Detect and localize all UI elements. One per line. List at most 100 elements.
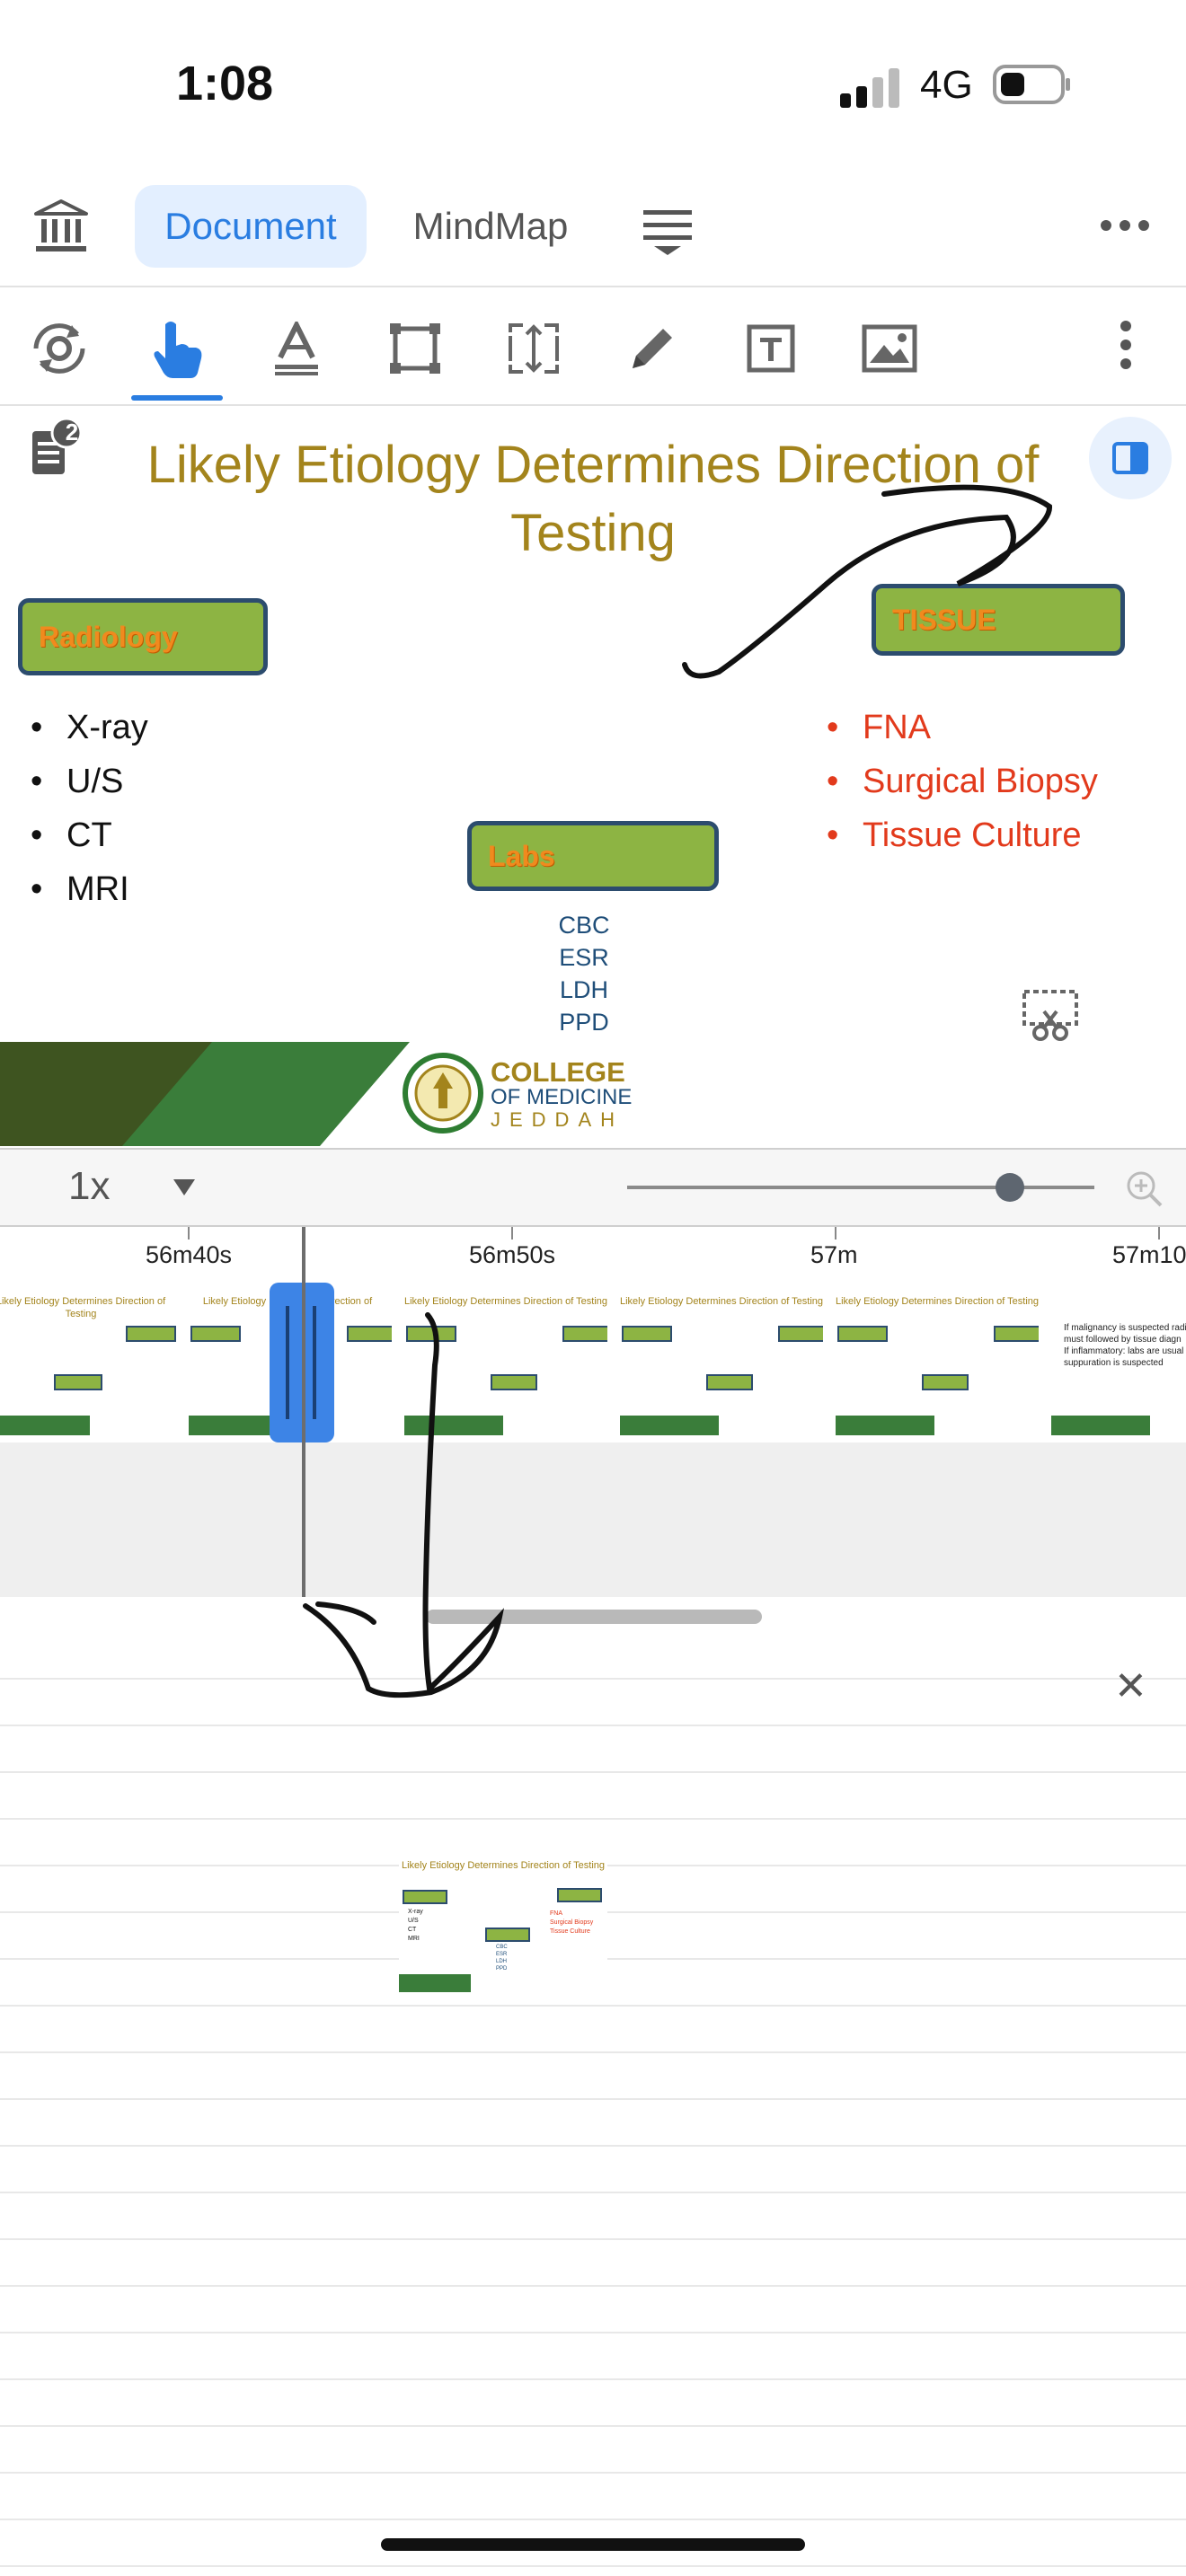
radiology-box: Radiology [18, 598, 268, 675]
text-highlight-tool-button[interactable] [261, 313, 332, 384]
labs-list: CBC ESR LDH PPD [539, 909, 629, 1038]
college-name-line2: OF MEDICINE [491, 1085, 633, 1109]
outline-menu-icon[interactable] [642, 205, 694, 255]
speed-dropdown-icon[interactable] [173, 1178, 196, 1196]
image-icon [862, 324, 917, 373]
ruled-notes-area[interactable] [0, 1633, 1186, 2576]
pencil-icon [633, 329, 672, 368]
close-icon[interactable]: ✕ [1114, 1664, 1147, 1708]
list-item: U/S [408, 1918, 419, 1924]
thumb-footer [0, 1416, 90, 1435]
thumb-text-line: must followed by tissue diagn [1064, 1335, 1182, 1345]
list-item: CT [408, 1927, 417, 1933]
zoom-in-icon[interactable] [1125, 1169, 1163, 1207]
toolbar-divider [0, 404, 1186, 406]
library-icon[interactable] [32, 198, 90, 255]
list-item: X-ray [23, 701, 293, 754]
battery-icon [993, 65, 1070, 104]
list-item: PPD [496, 1966, 508, 1972]
list-item: Surgical Biopsy [550, 1919, 594, 1926]
list-item: LDH [559, 976, 608, 1003]
thumb-text-line: If malignancy is suspected radi [1064, 1323, 1186, 1333]
preview-footer [399, 1974, 471, 1992]
thumb-box [562, 1326, 607, 1342]
playback-speed[interactable]: 1x [68, 1164, 111, 1208]
thumb-title: Likely Etiology Determines Direction of … [620, 1296, 823, 1307]
time-ruler-ticks [188, 1227, 1160, 1239]
tissue-box: TISSUE [872, 584, 1125, 656]
thumb-box [706, 1374, 753, 1390]
timeline-thumbnail[interactable]: Likely Etiology Determines Direction of … [0, 1290, 194, 1435]
sync-gear-icon [33, 323, 85, 374]
slide-footer-banner [0, 1042, 410, 1146]
horizontal-scrollbar[interactable] [426, 1610, 762, 1624]
textbox-icon [747, 324, 795, 373]
thumb-text-line: If inflammatory: labs are usual [1064, 1346, 1184, 1356]
thumb-box [778, 1326, 823, 1342]
playhead[interactable] [302, 1227, 305, 1597]
preview-labs-list: CBC ESR LDH PPD [496, 1944, 508, 1972]
player-divider [0, 1148, 1186, 1150]
thumb-box [491, 1374, 537, 1390]
resize-tool-button[interactable] [498, 313, 570, 384]
rectangle-tool-button[interactable] [379, 313, 451, 384]
list-item: Surgical Biopsy [819, 754, 1179, 808]
list-item: CBC [496, 1945, 508, 1950]
tab-mindmap[interactable]: MindMap [412, 205, 569, 247]
timeline-thumbnail[interactable]: If malignancy is suspected radi must fol… [1051, 1290, 1186, 1435]
tissue-list: FNA Surgical Biopsy Tissue Culture [819, 701, 1179, 862]
hand-tool-button[interactable] [142, 313, 214, 384]
thumb-box [54, 1374, 102, 1390]
hand-pointer-icon [154, 322, 202, 378]
thumb-footer [836, 1416, 934, 1435]
list-item: CT [23, 808, 293, 862]
tabbar-divider [0, 286, 1186, 287]
thumb-box [347, 1326, 392, 1342]
more-horizontal-icon[interactable] [1100, 219, 1150, 232]
list-item: U/S [23, 754, 293, 808]
list-item: Tissue Culture [819, 808, 1179, 862]
clip-cut-icon[interactable] [1021, 988, 1080, 1042]
expand-arrows-icon [509, 323, 559, 374]
thumb-footer [620, 1416, 719, 1435]
tick-label: 57m [810, 1241, 858, 1268]
timeline-empty-area[interactable] [0, 1442, 1186, 1597]
list-item: LDH [496, 1959, 508, 1964]
pen-tool-button[interactable] [616, 313, 688, 384]
active-tool-indicator [131, 395, 223, 401]
radiology-list: X-ray U/S CT MRI [23, 701, 293, 916]
slide-title: Likely Etiology Determines Direction of … [135, 431, 1051, 568]
college-name-line3: JEDDAH [491, 1108, 624, 1131]
image-tool-button[interactable] [854, 313, 925, 384]
timeline-thumbnail[interactable]: Likely Etiology Determines Direction of … [836, 1290, 1039, 1435]
notes-icon[interactable] [27, 415, 81, 480]
clip-grip-line [313, 1306, 316, 1419]
thumb-text: If malignancy is suspected radi must fol… [1064, 1322, 1186, 1369]
preview-title: Likely Etiology Determines Direction of … [401, 1860, 605, 1871]
zoom-slider-knob[interactable] [996, 1173, 1024, 1202]
tick-label: 57m10 [1112, 1241, 1186, 1268]
side-panel-button[interactable] [1089, 417, 1172, 499]
more-vertical-icon[interactable] [1120, 320, 1132, 370]
tab-document[interactable]: Document [135, 185, 367, 268]
preview-slide[interactable]: Likely Etiology Determines Direction of … [399, 1857, 607, 1992]
zoom-slider-track[interactable] [627, 1186, 1094, 1189]
slide-title-line2: Testing [510, 504, 676, 562]
list-item: MRI [408, 1936, 420, 1942]
thumb-footer [189, 1416, 288, 1435]
thumb-box [922, 1374, 969, 1390]
slide-title-line1: Likely Etiology Determines Direction of [146, 436, 1040, 494]
sync-tool-button[interactable] [23, 313, 95, 384]
list-item: X-ray [408, 1909, 423, 1915]
network-label: 4G [920, 63, 973, 107]
textbox-tool-button[interactable] [735, 313, 807, 384]
college-seal-logo [403, 1053, 483, 1134]
list-item: ESR [496, 1952, 508, 1957]
list-item: FNA [819, 701, 1179, 754]
timeline-thumbnail[interactable]: Likely Etiology Determines Direction of … [620, 1290, 823, 1435]
notes-badge: 2 [65, 419, 79, 446]
signal-icon [840, 68, 899, 108]
rectangle-select-icon [390, 323, 440, 374]
thumb-box [994, 1326, 1039, 1342]
list-item: Tissue Culture [550, 1928, 590, 1935]
